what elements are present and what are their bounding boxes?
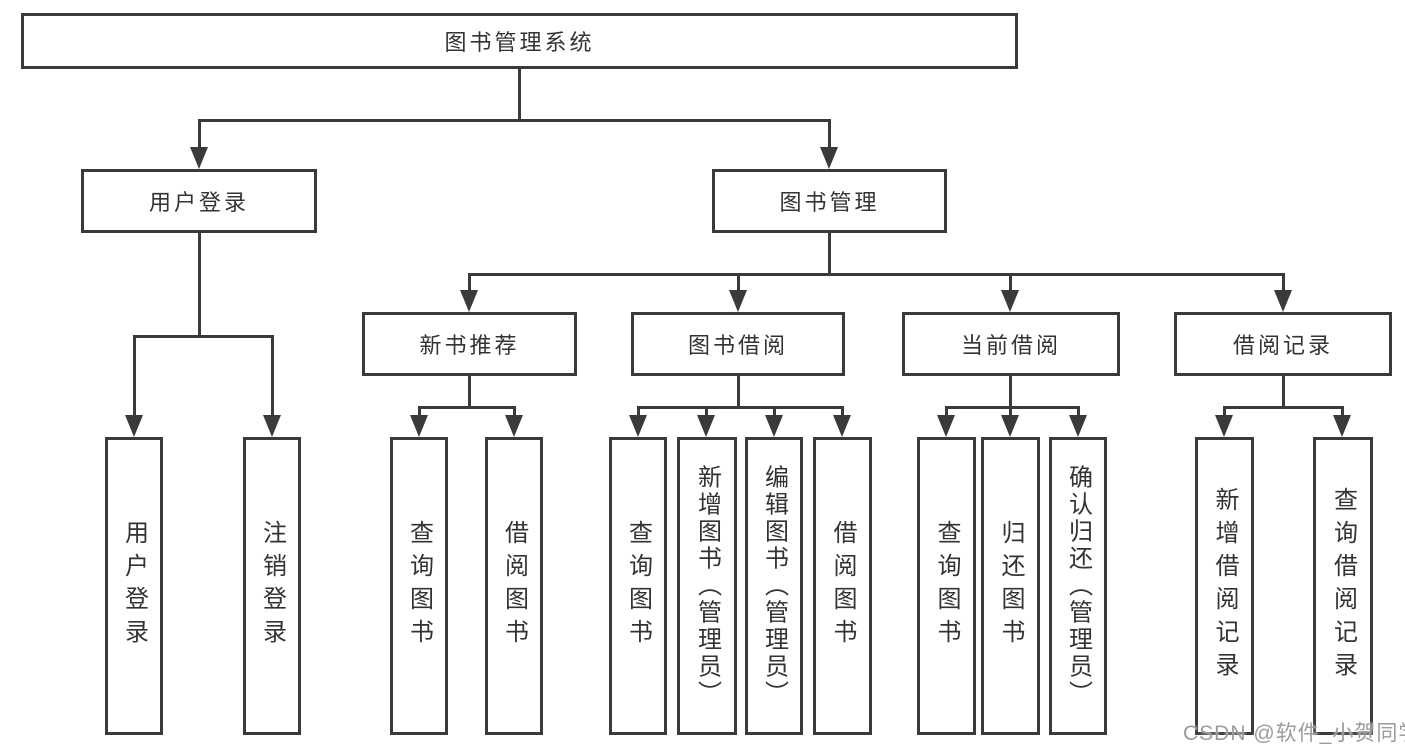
connector-vline — [841, 406, 844, 419]
leaf-confirm-return-admin: 确认归还（管理员） — [1049, 437, 1107, 735]
arrow-down-icon — [125, 415, 143, 437]
leaf-query-book-recommend: 查询图书 — [390, 437, 448, 735]
leaf-query-book-current: 查询图书 — [917, 437, 976, 735]
leaf-label: 编辑图书（管理员） — [760, 464, 788, 708]
connector-vline — [1009, 273, 1012, 292]
connector-vline — [1009, 406, 1012, 419]
leaf-label: 归还图书 — [997, 520, 1024, 652]
arrow-down-icon — [505, 415, 523, 437]
leaf-borrow-book-recommend: 借阅图书 — [485, 437, 543, 735]
connector-vline — [1341, 406, 1344, 419]
connector-hline — [468, 273, 1284, 276]
connector-vline — [133, 335, 136, 417]
node-current-borrow: 当前借阅 — [902, 312, 1120, 376]
arrow-down-icon — [1274, 290, 1292, 312]
leaf-label: 注销登录 — [258, 520, 286, 652]
leaf-label: 用户登录 — [120, 520, 148, 652]
leaf-query-borrow-record: 查询借阅记录 — [1313, 437, 1373, 735]
arrow-down-icon — [1001, 415, 1019, 437]
connector-vline — [737, 273, 740, 292]
connector-vline — [1009, 376, 1012, 408]
arrow-down-icon — [833, 415, 851, 437]
leaf-edit-book-admin: 编辑图书（管理员） — [745, 437, 803, 735]
connector-vline — [637, 406, 640, 419]
connector-vline — [418, 406, 421, 419]
connector-vline — [271, 335, 274, 417]
arrow-down-icon — [460, 290, 478, 312]
leaf-label: 查询借阅记录 — [1329, 487, 1357, 685]
node-book-borrow: 图书借阅 — [631, 312, 845, 376]
connector-vline — [1282, 376, 1285, 408]
connector-hline — [198, 119, 831, 122]
leaf-label: 确认归还（管理员） — [1064, 464, 1092, 708]
node-new-book-recommend: 新书推荐 — [362, 312, 577, 376]
connector-vline — [198, 233, 201, 337]
leaf-label: 新增图书（管理员） — [693, 464, 721, 708]
connector-vline — [468, 273, 471, 292]
leaf-add-book-admin: 新增图书（管理员） — [677, 437, 737, 735]
leaf-label: 查询图书 — [405, 520, 433, 652]
connector-hline — [418, 406, 516, 409]
connector-hline — [637, 406, 844, 409]
connector-vline — [737, 376, 740, 408]
arrow-down-icon — [1333, 415, 1351, 437]
csdn-watermark: CSDN @软件_小贺同学 — [1183, 722, 1405, 745]
arrow-down-icon — [765, 415, 783, 437]
leaf-query-book-borrow: 查询图书 — [609, 437, 667, 735]
arrow-down-icon — [697, 415, 715, 437]
node-user-login: 用户登录 — [81, 169, 317, 233]
connector-hline — [1223, 406, 1344, 409]
node-borrow-record: 借阅记录 — [1174, 312, 1392, 376]
connector-vline — [518, 69, 521, 120]
leaf-add-borrow-record: 新增借阅记录 — [1195, 437, 1254, 735]
connector-hline — [945, 406, 1080, 409]
arrow-down-icon — [629, 415, 647, 437]
connector-vline — [1282, 273, 1285, 292]
leaf-return-book: 归还图书 — [981, 437, 1040, 735]
arrow-down-icon — [1069, 415, 1087, 437]
connector-vline — [1077, 406, 1080, 419]
arrow-down-icon — [937, 415, 955, 437]
connector-vline — [468, 376, 471, 408]
arrow-down-icon — [1215, 415, 1233, 437]
node-book-management: 图书管理 — [712, 169, 947, 233]
node-library-management-system: 图书管理系统 — [21, 13, 1018, 69]
leaf-logout: 注销登录 — [243, 437, 301, 735]
connector-vline — [773, 406, 776, 419]
arrow-down-icon — [820, 147, 838, 169]
arrow-down-icon — [263, 415, 281, 437]
leaf-borrow-book: 借阅图书 — [813, 437, 872, 735]
connector-vline — [828, 119, 831, 149]
leaf-label: 查询图书 — [624, 520, 652, 652]
arrow-down-icon — [1001, 290, 1019, 312]
connector-vline — [513, 406, 516, 419]
leaf-label: 借阅图书 — [829, 520, 856, 652]
leaf-label: 新增借阅记录 — [1211, 487, 1238, 685]
connector-vline — [1223, 406, 1226, 419]
arrow-down-icon — [729, 290, 747, 312]
arrow-down-icon — [410, 415, 428, 437]
connector-vline — [945, 406, 948, 419]
leaf-user-login: 用户登录 — [105, 437, 163, 735]
leaf-label: 查询图书 — [933, 520, 960, 652]
connector-hline — [133, 335, 274, 338]
connector-vline — [198, 119, 201, 149]
connector-vline — [705, 406, 708, 419]
leaf-label: 借阅图书 — [500, 520, 528, 652]
arrow-down-icon — [190, 147, 208, 169]
connector-vline — [828, 233, 831, 275]
